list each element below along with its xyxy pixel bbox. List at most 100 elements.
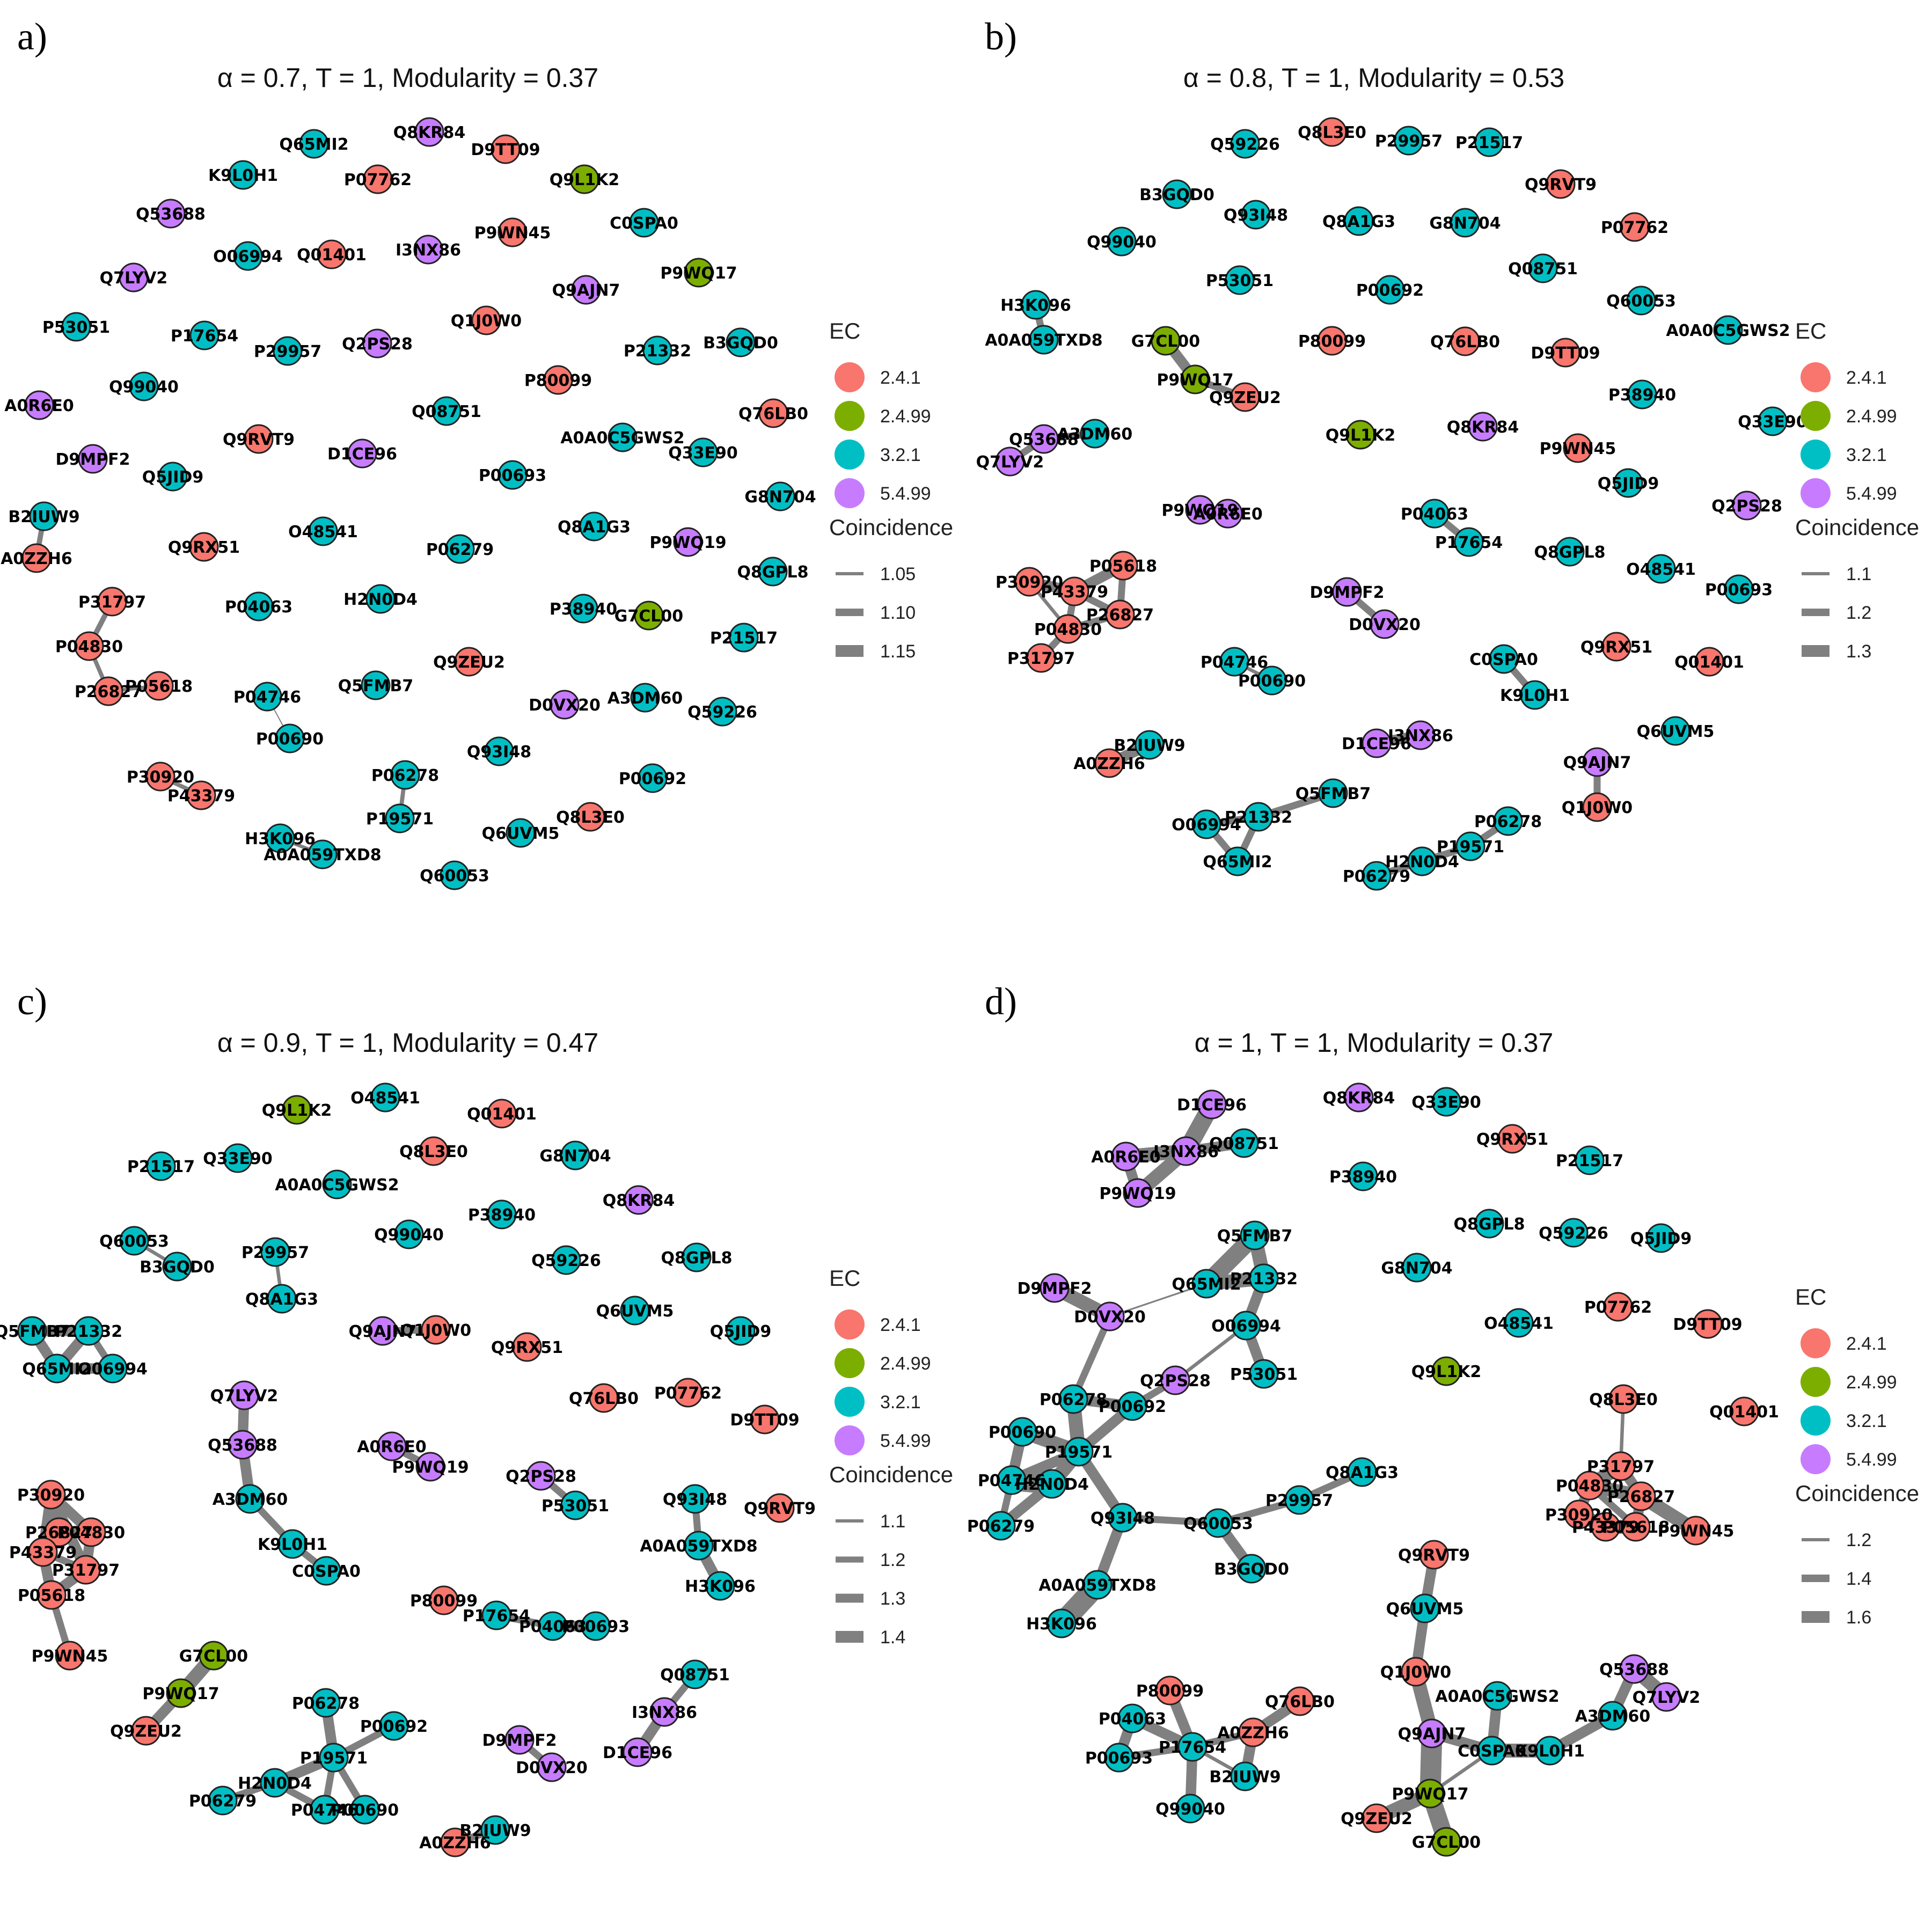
node-Q1J0W0 bbox=[1582, 792, 1612, 822]
node-Q5FMB7 bbox=[1240, 1220, 1270, 1250]
node-label-Q53688: Q53688 bbox=[1009, 430, 1079, 449]
node-label-P00690: P00690 bbox=[256, 730, 324, 749]
node-label-D9MPF2: D9MPF2 bbox=[56, 450, 130, 469]
node-label-D1CE96: D1CE96 bbox=[327, 445, 397, 464]
node-label-P04063: P04063 bbox=[1401, 505, 1468, 524]
node-label-P53051: P53051 bbox=[1230, 1365, 1298, 1384]
node-label-P38940: P38940 bbox=[1329, 1168, 1397, 1187]
node-Q65MI2 bbox=[299, 129, 329, 159]
node-label-Q1J0W0: Q1J0W0 bbox=[1562, 799, 1633, 817]
node-label-G8N704: G8N704 bbox=[1429, 214, 1501, 233]
node-label-Q76LB0: Q76LB0 bbox=[569, 1389, 639, 1408]
node-label-Q5FMB7: Q5FMB7 bbox=[1296, 785, 1371, 803]
node-B2IUW9 bbox=[1230, 1761, 1260, 1791]
node-C0SPA0 bbox=[629, 208, 659, 238]
node-label-Q8GPL8: Q8GPL8 bbox=[737, 563, 809, 582]
node-label-P04830: P04830 bbox=[55, 638, 123, 656]
node-Q8L3E0 bbox=[419, 1136, 449, 1166]
node-label-P06278: P06278 bbox=[1474, 813, 1542, 831]
node-label-Q59226: Q59226 bbox=[531, 1252, 601, 1270]
node-label-P30920: P30920 bbox=[996, 573, 1063, 592]
node-label-P31797: P31797 bbox=[1587, 1458, 1655, 1476]
node-label-P38940: P38940 bbox=[550, 600, 617, 619]
node-label-Q08751: Q08751 bbox=[412, 402, 481, 421]
node-Q65MI2 bbox=[1191, 1269, 1221, 1299]
legend-ec-title: EC bbox=[829, 318, 860, 343]
node-label-Q93I48: Q93I48 bbox=[1224, 206, 1288, 225]
node-O06994 bbox=[233, 241, 263, 271]
node-label-Q2PS28: Q2PS28 bbox=[342, 335, 413, 354]
node-label-A0R6E0: A0R6E0 bbox=[1193, 505, 1262, 524]
node-label-P17654: P17654 bbox=[1159, 1738, 1226, 1757]
node-D1CE96 bbox=[1197, 1089, 1227, 1119]
node-Q60053 bbox=[440, 860, 470, 890]
node-label-B2IUW9: B2IUW9 bbox=[8, 508, 79, 526]
node-A0ZZH6 bbox=[440, 1827, 470, 1857]
node-label-Q9RX51: Q9RX51 bbox=[491, 1338, 563, 1357]
node-Q9ZEU2 bbox=[1362, 1803, 1392, 1833]
node-label-P05618: P05618 bbox=[125, 677, 193, 696]
node-Q01401 bbox=[487, 1099, 517, 1129]
node-label-A3DM60: A3DM60 bbox=[608, 689, 683, 708]
node-O48541 bbox=[370, 1082, 400, 1113]
node-P43379 bbox=[28, 1537, 58, 1567]
node-label-P29957: P29957 bbox=[241, 1243, 309, 1262]
node-label-A0A0C5GWS2: A0A0C5GWS2 bbox=[560, 429, 684, 448]
node-label-Q8KR84: Q8KR84 bbox=[603, 1191, 675, 1210]
node-label-Q8GPL8: Q8GPL8 bbox=[1454, 1215, 1525, 1234]
node-label-Q8GPL8: Q8GPL8 bbox=[661, 1249, 733, 1268]
node-label-Q33E90: Q33E90 bbox=[1738, 413, 1807, 431]
node-label-K9L0H1: K9L0H1 bbox=[1500, 686, 1570, 705]
node-P53051 bbox=[61, 312, 91, 342]
node-P53051 bbox=[560, 1490, 590, 1520]
node-label-K9L0H1: K9L0H1 bbox=[208, 166, 278, 185]
node-label-P21332: P21332 bbox=[1225, 808, 1292, 827]
node-Q8A1G3 bbox=[1344, 206, 1374, 236]
node-label-D1CE96: D1CE96 bbox=[603, 1744, 672, 1762]
node-label-Q33E90: Q33E90 bbox=[668, 444, 738, 463]
node-label-Q5FMB7: Q5FMB7 bbox=[1217, 1227, 1292, 1246]
node-label-Q93I48: Q93I48 bbox=[467, 743, 531, 762]
node-A0R6E0 bbox=[24, 390, 54, 420]
node-P00690 bbox=[350, 1795, 380, 1825]
node-label-P21332: P21332 bbox=[624, 342, 691, 361]
node-P19571 bbox=[319, 1743, 349, 1773]
node-label-Q2PS28: Q2PS28 bbox=[506, 1467, 576, 1486]
node-label-P04830: P04830 bbox=[1034, 620, 1102, 639]
node-P29957 bbox=[273, 336, 303, 366]
node-label-H2N0D4: H2N0D4 bbox=[1385, 853, 1459, 872]
node-D0VX20 bbox=[1370, 609, 1400, 639]
node-P04746 bbox=[310, 1795, 340, 1825]
node-Q76LB0 bbox=[1450, 326, 1480, 356]
node-P9WN45 bbox=[55, 1641, 85, 1671]
node-label-Q76LB0: Q76LB0 bbox=[1430, 333, 1500, 352]
edge-Q93I48-Q60053 bbox=[1122, 1514, 1219, 1527]
node-P07762 bbox=[673, 1378, 703, 1408]
node-P9WQ17 bbox=[1415, 1779, 1445, 1809]
node-B3GQD0 bbox=[1162, 179, 1192, 209]
legend-ec-label: 5.4.99 bbox=[1846, 484, 1897, 504]
node-label-Q59226: Q59226 bbox=[1210, 135, 1280, 154]
node-label-B3GQD0: B3GQD0 bbox=[140, 1258, 215, 1277]
node-label-H3K096: H3K096 bbox=[245, 830, 316, 848]
node-label-A0R6E0: A0R6E0 bbox=[357, 1438, 426, 1457]
node-label-Q33E90: Q33E90 bbox=[203, 1150, 273, 1168]
node-label-A0ZZH6: A0ZZH6 bbox=[1217, 1724, 1289, 1743]
node-P53051 bbox=[1249, 1359, 1279, 1389]
node-Q7LYV2 bbox=[995, 447, 1025, 477]
node-label-Q8L3E0: Q8L3E0 bbox=[399, 1143, 468, 1161]
node-P00692 bbox=[638, 763, 668, 793]
node-Q33E90 bbox=[223, 1143, 253, 1173]
node-P19571 bbox=[1064, 1437, 1094, 1467]
node-label-A0ZZH6: A0ZZH6 bbox=[419, 1834, 491, 1853]
node-Q9L1K2 bbox=[1431, 1356, 1461, 1386]
node-G7CL00 bbox=[1151, 326, 1181, 356]
node-Q9AJN7 bbox=[1417, 1718, 1447, 1748]
panel-title-d: α = 1, T = 1, Modularity = 0.37 bbox=[1195, 1028, 1554, 1058]
node-P21332 bbox=[1249, 1263, 1279, 1293]
node-label-P04746: P04746 bbox=[1201, 653, 1268, 672]
node-P06278 bbox=[390, 760, 420, 790]
node-label-K9L0H1: K9L0H1 bbox=[1515, 1742, 1585, 1761]
node-Q8L3E0 bbox=[1608, 1384, 1638, 1414]
node-P04830 bbox=[1575, 1470, 1605, 1501]
